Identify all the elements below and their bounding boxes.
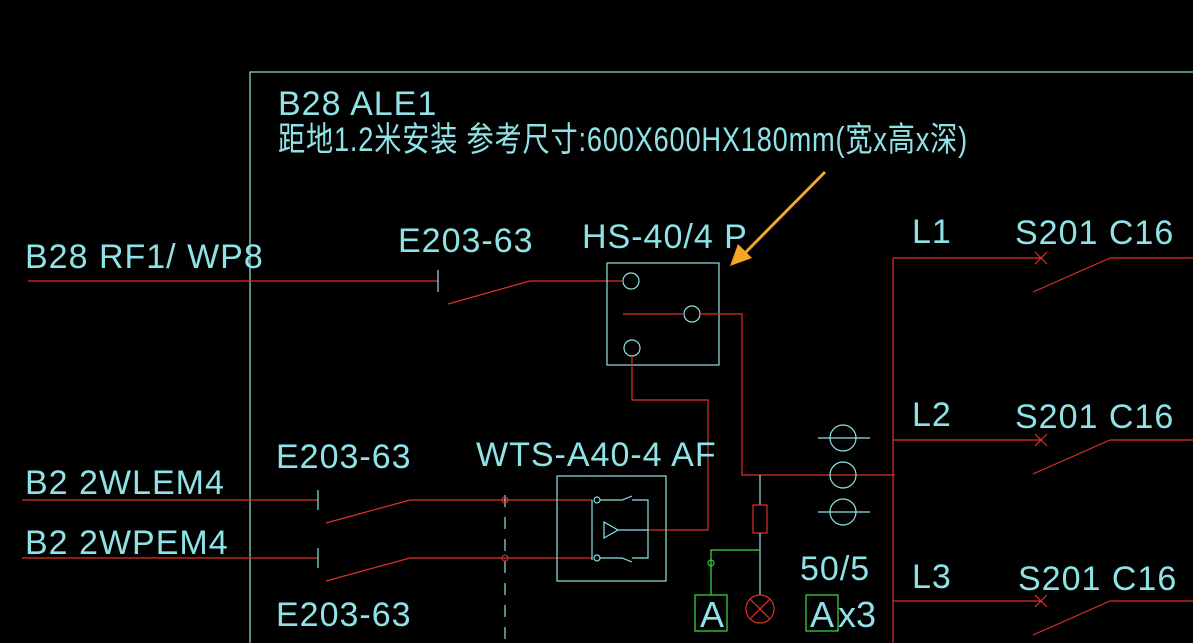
ammeter-symbol-1: A	[700, 594, 724, 635]
isolator-label: HS-40/4 P	[582, 218, 748, 256]
ammeter-symbol-2: A	[810, 594, 834, 635]
phase-label-l3: L3	[912, 558, 952, 596]
breaker-label-l3: S201 C16	[1018, 560, 1177, 598]
phase-label-l1: L1	[912, 213, 952, 251]
ats-label: WTS-A40-4 AF	[476, 436, 717, 474]
ammeter-box-2	[805, 594, 839, 632]
ct-ratio: 50/5	[800, 550, 870, 588]
feeder-label-top: B28 RF1/ WP8	[25, 238, 264, 276]
panel-name: B28 ALE1	[278, 85, 437, 123]
panel-frame	[249, 71, 1193, 643]
breaker-label-l1: S201 C16	[1015, 214, 1174, 252]
breaker-label-mid: E203-63	[276, 438, 412, 476]
feeder-label-2: B2 2WLEM4	[25, 464, 225, 502]
ammeter-box-1	[694, 594, 728, 632]
annotation-arrow	[730, 170, 827, 266]
panel-description: 距地1.2米安装 参考尺寸:600X600HX180mm(宽x高x深)	[278, 121, 968, 159]
current-transformers	[818, 424, 870, 526]
indicator-lamp	[745, 594, 775, 624]
breaker-label-bottom: E203-63	[276, 596, 412, 634]
breaker-label-l2: S201 C16	[1015, 398, 1174, 436]
feeder-label-3: B2 2WPEM4	[25, 524, 229, 562]
ats-box	[556, 475, 667, 582]
phase-label-l2: L2	[912, 396, 952, 434]
breaker-contact-top	[447, 280, 531, 305]
breaker-label-top: E203-63	[398, 222, 534, 260]
ammeter-count: x3	[838, 594, 876, 635]
fuse	[752, 504, 768, 534]
